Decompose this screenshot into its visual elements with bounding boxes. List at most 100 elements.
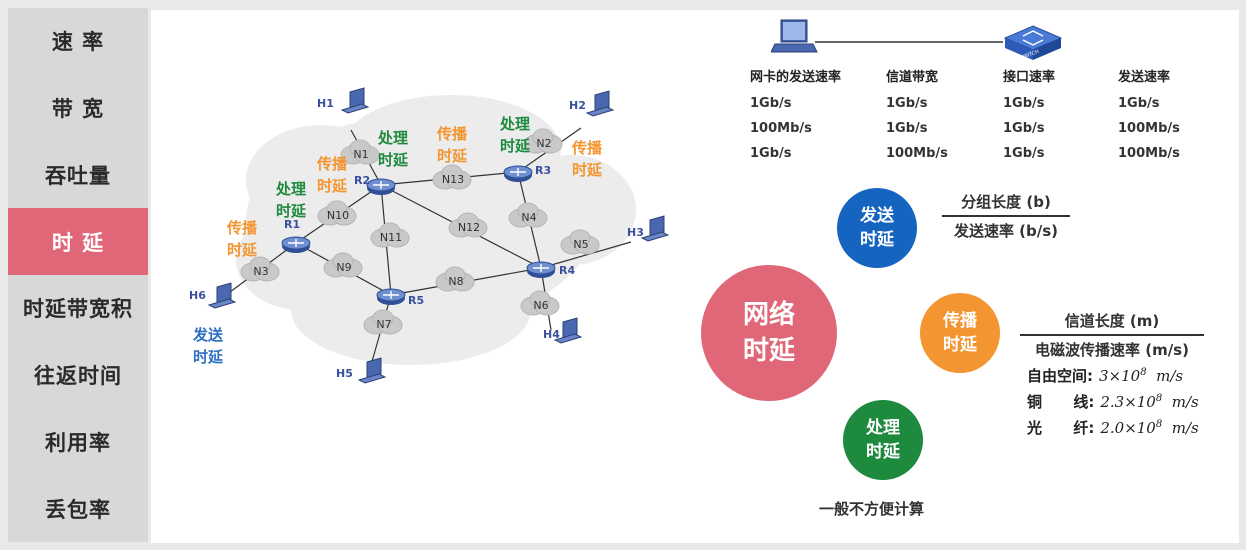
cloud-label-n4: N4 bbox=[521, 211, 536, 224]
speed-medium: 光 纤: bbox=[1027, 419, 1095, 437]
laptop-icon bbox=[771, 19, 818, 53]
cloud-label-n8: N8 bbox=[448, 275, 463, 288]
speed-value: 3×108 m/s bbox=[1099, 367, 1184, 385]
table-cell: 1Gb/s bbox=[886, 96, 928, 111]
cloud-label-n13: N13 bbox=[442, 173, 464, 186]
table-cell: 1Gb/s bbox=[750, 146, 792, 161]
speed-value: 2.3×108 m/s bbox=[1100, 393, 1199, 411]
formula-denominator: 电磁波传播速率 (m/s) bbox=[1035, 341, 1189, 359]
cloud-label-n1: N1 bbox=[353, 148, 368, 161]
host-h6-laptop-icon bbox=[207, 282, 237, 309]
host-h5-laptop-icon bbox=[357, 357, 387, 384]
router-label-r4: R4 bbox=[559, 264, 576, 277]
table-cell: 100Mb/s bbox=[1118, 121, 1180, 136]
nav-utilization[interactable]: 利用率 bbox=[45, 430, 111, 455]
nav-delay[interactable]: 时 延 bbox=[8, 208, 148, 275]
router-r5-icon bbox=[376, 288, 406, 305]
circle-proc-delay: 处理 时延 bbox=[843, 400, 923, 480]
router-label-r1: R1 bbox=[284, 218, 301, 231]
cloud-label-n9: N9 bbox=[336, 261, 351, 274]
host-h3-laptop-icon bbox=[640, 215, 670, 242]
speed-free-space: 自由空间: 3×108 m/s bbox=[1027, 365, 1183, 386]
speed-medium: 铜 线: bbox=[1027, 393, 1095, 411]
circle-network-delay: 网络 时延 bbox=[701, 265, 837, 401]
prop-delay-formula: 信道长度 (m) 电磁波传播速率 (m/s) bbox=[1020, 310, 1204, 360]
annotation-prop-r2: 传播 时延 bbox=[317, 155, 348, 195]
switch-icon: SWITCH bbox=[1003, 25, 1063, 61]
speed-medium: 自由空间: bbox=[1027, 367, 1093, 385]
cloud-n10 bbox=[317, 200, 357, 226]
nav-bandwidth[interactable]: 带 宽 bbox=[51, 97, 105, 122]
table-cell: 1Gb/s bbox=[750, 96, 792, 111]
cloud-label-n12: N12 bbox=[458, 221, 480, 234]
cloud-n11 bbox=[370, 222, 410, 248]
nav-packet-loss[interactable]: 丢包率 bbox=[45, 497, 111, 522]
table-cell: 1Gb/s bbox=[1003, 121, 1045, 136]
formula-numerator: 信道长度 (m) bbox=[1020, 310, 1204, 336]
host-label-h3: H3 bbox=[627, 226, 644, 239]
host-label-h4: H4 bbox=[543, 328, 560, 341]
annotation-send-h6: 发送 时延 bbox=[193, 326, 224, 366]
routers bbox=[281, 165, 556, 305]
annotation-prop-r1: 传播 时延 bbox=[227, 219, 258, 259]
nav-throughput[interactable]: 吞吐量 bbox=[45, 163, 111, 188]
router-r2-icon bbox=[366, 178, 396, 195]
table-cell: 1Gb/s bbox=[886, 121, 928, 136]
host-label-h6: H6 bbox=[189, 289, 206, 302]
annotation-proc-r1: 处理 时延 bbox=[276, 180, 307, 220]
nav-delay-bandwidth-product[interactable]: 时延带宽积 bbox=[23, 297, 133, 322]
host-label-h5: H5 bbox=[336, 367, 353, 380]
proc-delay-note: 一般不方便计算 bbox=[819, 500, 925, 518]
cloud-label-n7: N7 bbox=[376, 318, 391, 331]
cloud-label-n3: N3 bbox=[253, 265, 268, 278]
cloud-n6 bbox=[520, 290, 560, 316]
table-cell: 100Mb/s bbox=[1118, 146, 1180, 161]
cloud-label-n11: N11 bbox=[380, 231, 402, 244]
router-label-r5: R5 bbox=[408, 294, 425, 307]
cloud-n5 bbox=[560, 229, 600, 255]
cloud-n9 bbox=[323, 252, 363, 278]
hosts bbox=[207, 87, 670, 384]
cloud-n12 bbox=[448, 212, 488, 238]
host-label-h1: H1 bbox=[317, 97, 334, 110]
cloud-n4 bbox=[508, 202, 548, 228]
speed-copper: 铜 线: 2.3×108 m/s bbox=[1027, 391, 1199, 412]
formula-denominator: 发送速率 (b/s) bbox=[953, 222, 1059, 240]
annotation-proc-r3: 处理 时延 bbox=[500, 115, 531, 155]
col-header: 网卡的发送速率 bbox=[750, 70, 842, 85]
host-label-h2: H2 bbox=[569, 99, 586, 112]
col-header: 发送速率 bbox=[1118, 70, 1171, 85]
table-col-interface-rate: 接口速率 1Gb/s 1Gb/s 1Gb/s bbox=[1003, 66, 1055, 166]
cloud-n1 bbox=[340, 139, 380, 165]
table-col-nic-rate: 网卡的发送速率 1Gb/s 100Mb/s 1Gb/s bbox=[750, 66, 841, 166]
sidebar: 速 率 带 宽 吞吐量 时 延 时延带宽积 往返时间 利用率 丢包率 bbox=[8, 8, 148, 542]
speed-fiber: 光 纤: 2.0×108 m/s bbox=[1027, 417, 1199, 438]
nav-rtt[interactable]: 往返时间 bbox=[34, 364, 122, 389]
router-label-r2: R2 bbox=[354, 174, 371, 187]
cloud-n7 bbox=[363, 309, 403, 335]
host-h2-laptop-icon bbox=[585, 90, 615, 117]
cloud-label-n10: N10 bbox=[327, 209, 349, 222]
annotation-proc-r2: 处理 时延 bbox=[378, 129, 409, 169]
table-cell: 100Mb/s bbox=[750, 121, 812, 136]
formula-numerator: 分组长度 (b) bbox=[942, 191, 1070, 217]
annotation-prop-n13: 传播 时延 bbox=[437, 125, 468, 165]
circle-prop-delay: 传播 时延 bbox=[920, 293, 1000, 373]
cloud-nodes bbox=[240, 128, 600, 335]
router-label-r3: R3 bbox=[535, 164, 552, 177]
table-col-send-rate: 发送速率 1Gb/s 100Mb/s 100Mb/s bbox=[1118, 66, 1180, 166]
router-r4-icon bbox=[526, 261, 556, 278]
router-r1-icon bbox=[281, 236, 311, 253]
col-header: 接口速率 bbox=[1003, 70, 1056, 85]
send-delay-formula: 分组长度 (b) 发送速率 (b/s) bbox=[942, 191, 1070, 241]
cloud-n13 bbox=[432, 164, 472, 190]
host-h1-laptop-icon bbox=[340, 87, 370, 114]
cloud-label-n5: N5 bbox=[573, 238, 588, 251]
cloud-n8 bbox=[435, 266, 475, 292]
nav-speed[interactable]: 速 率 bbox=[51, 30, 105, 55]
speed-value: 2.0×108 m/s bbox=[1100, 419, 1199, 437]
table-cell: 1Gb/s bbox=[1118, 96, 1160, 111]
